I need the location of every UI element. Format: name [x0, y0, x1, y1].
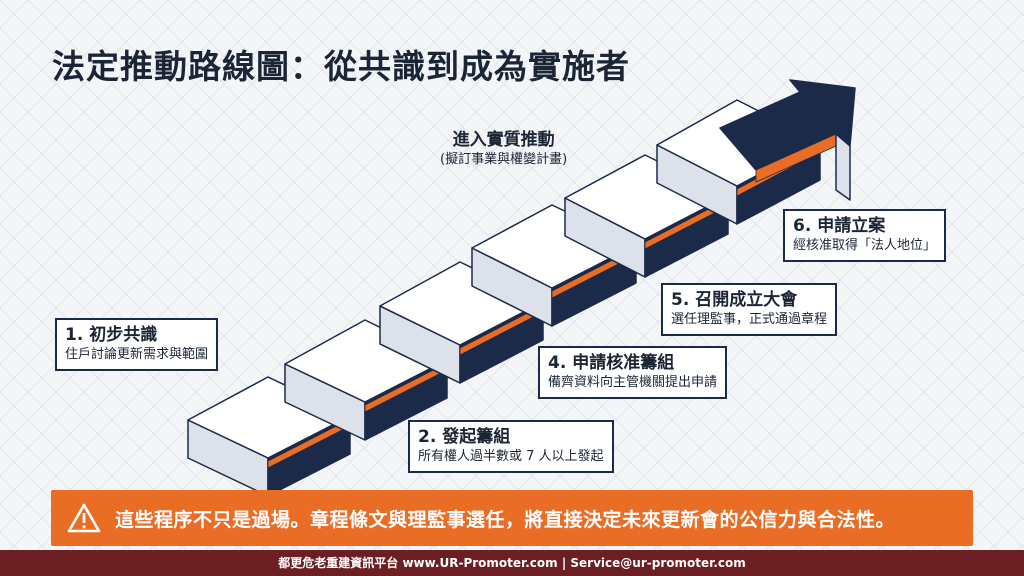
mid-stage-label: 進入實質推動 (擬訂事業與權變計畫): [440, 129, 567, 169]
step-1-heading: 1. 初步共識: [65, 325, 158, 345]
warning-icon: [67, 503, 101, 533]
step-2-sub: 所有權人過半數或 7 人以上發起: [418, 449, 604, 464]
step-1-box: 1. 初步共識 住戶討論更新需求與範圍: [55, 318, 219, 371]
step-2-box: 2. 發起籌組 所有權人過半數或 7 人以上發起: [408, 420, 614, 473]
step-6-heading: 6. 申請立案: [793, 216, 886, 236]
step-4-box: 4. 申請核准籌組 備齊資料向主管機關提出申請: [538, 346, 728, 399]
arrow-side-face: [835, 133, 851, 201]
step-1-sub: 住戶討論更新需求與範圍: [65, 347, 209, 362]
footer-bar: 都更危老重建資訊平台 www.UR-Promoter.com | Service…: [0, 550, 1024, 576]
step-5-sub: 選任理監事，正式通過章程: [671, 312, 828, 327]
page-title: 法定推動路線圖：從共識到成為實施者: [52, 47, 630, 86]
step-2-heading: 2. 發起籌組: [418, 427, 511, 447]
step-6-sub: 經核准取得「法人地位」: [793, 238, 937, 253]
warning-text: 這些程序不只是過場。章程條文與理監事選任，將直接決定未來更新會的公信力與合法性。: [115, 508, 896, 531]
mid-stage-sub: (擬訂事業與權變計畫): [440, 152, 568, 167]
warning-banner: 這些程序不只是過場。章程條文與理監事選任，將直接決定未來更新會的公信力與合法性。: [51, 490, 973, 546]
step-6-box: 6. 申請立案 經核准取得「法人地位」: [783, 209, 947, 262]
mid-stage-heading: 進入實質推動: [452, 130, 555, 150]
step-5-box: 5. 召開成立大會 選任理監事，正式通過章程: [661, 283, 838, 336]
step-4-sub: 備齊資料向主管機關提出申請: [548, 375, 718, 390]
step-4-heading: 4. 申請核准籌組: [548, 353, 675, 373]
step-5-heading: 5. 召開成立大會: [671, 290, 798, 310]
